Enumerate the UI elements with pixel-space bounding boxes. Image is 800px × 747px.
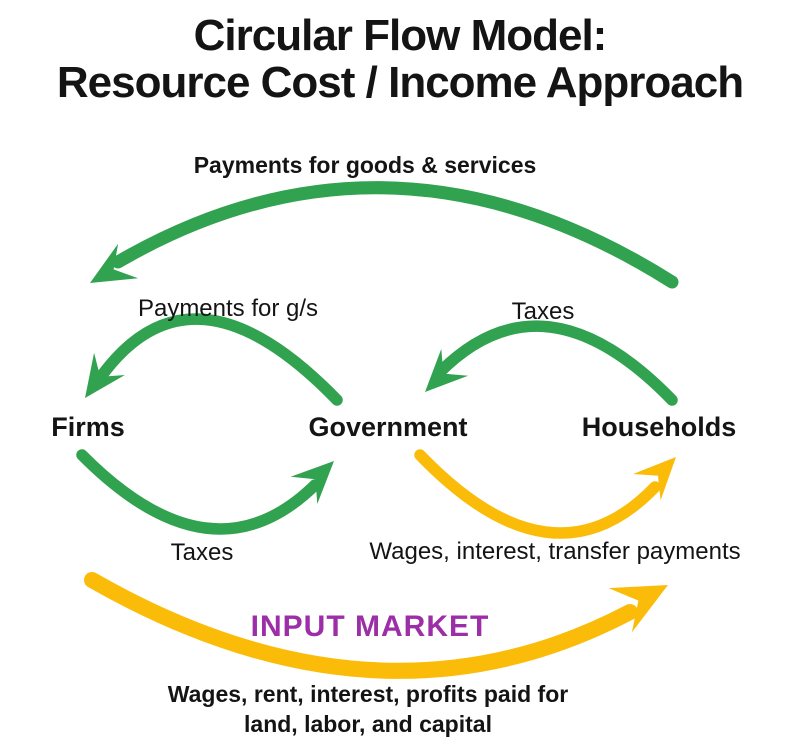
node-firms: Firms (51, 412, 125, 442)
payments-goods-services-arrow (111, 181, 679, 289)
gov-to-firms-arrow (94, 313, 343, 406)
payments-goods-services-label: Payments for goods & services (193, 152, 537, 178)
payments-goods-services-arrowhead (90, 243, 139, 283)
node-government: Government (308, 412, 468, 442)
firms-to-gov-arrow (76, 449, 321, 535)
input-market-caption-line-2: land, labor, and capital (244, 711, 492, 737)
payments-gs-label: Payments for g/s (137, 295, 319, 322)
node-households: Households (581, 412, 737, 442)
gov-to-households-arrow (414, 449, 661, 539)
input-market-arrowhead (608, 585, 668, 633)
taxes-firms-label: Taxes (170, 539, 234, 566)
input-market-caption: Wages, rent, interest, profits paid for … (168, 679, 568, 739)
wages-interest-transfer-label: Wages, interest, transfer payments (369, 538, 741, 565)
households-to-gov-arrow (434, 320, 678, 406)
input-market-label: INPUT MARKET (250, 610, 490, 643)
taxes-households-label: Taxes (511, 298, 575, 325)
input-market-caption-line-1: Wages, rent, interest, profits paid for (167, 681, 569, 707)
title-line-2: Resource Cost / Income Approach (56, 58, 744, 108)
page-title: Circular Flow Model: Resource Cost / Inc… (0, 12, 800, 106)
input-market-arrow (84, 572, 638, 679)
gov-to-households-arrowhead (633, 457, 676, 501)
households-to-gov-arrowhead (425, 348, 469, 392)
gov-to-firms-arrowhead (85, 352, 125, 398)
title-line-1: Circular Flow Model: (193, 11, 608, 60)
firms-to-gov-arrowhead (290, 461, 334, 504)
